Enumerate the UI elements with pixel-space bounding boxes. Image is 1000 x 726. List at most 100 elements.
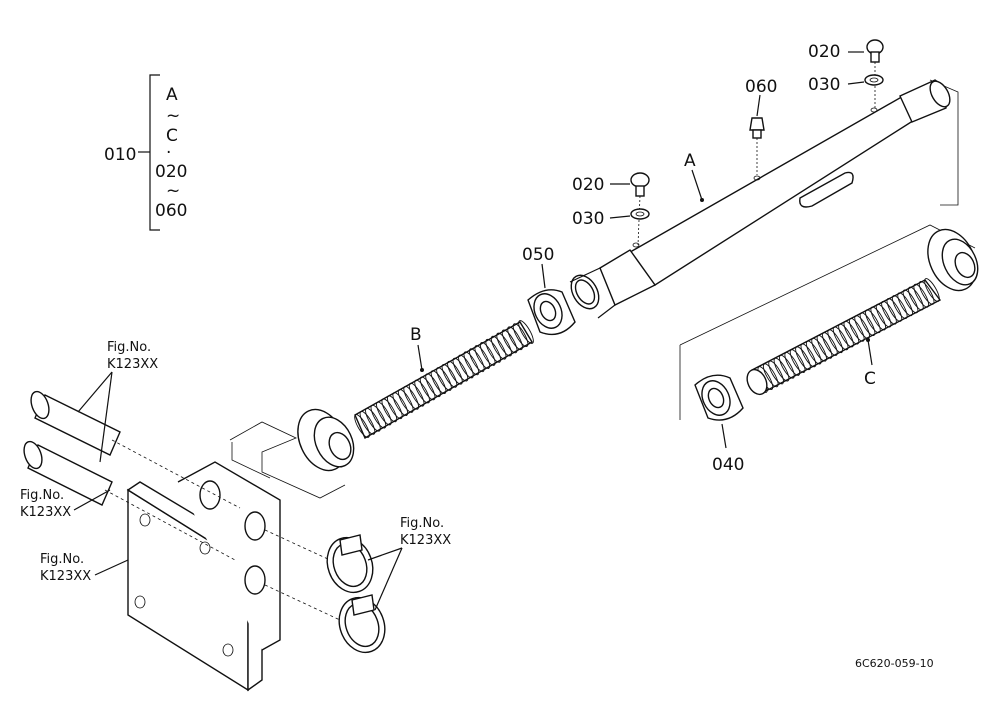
part-a-tube: A — [569, 79, 959, 319]
thread-ridge — [365, 407, 381, 432]
thread-ridge — [891, 295, 908, 319]
fig-ref-2: Fig.No. K123XX — [20, 488, 111, 520]
thread-ridge — [397, 389, 414, 413]
thread-ridge — [370, 404, 387, 429]
thread-ridge — [458, 354, 474, 379]
part-030-mid-washer: 030 — [572, 208, 650, 229]
thread-ridge — [779, 354, 795, 379]
drawing-code: 6C620-059-10 — [855, 657, 934, 670]
thread-ridge — [816, 334, 833, 359]
label-b: B — [410, 325, 422, 345]
thread-ridge — [376, 401, 392, 426]
fig-ref-1: Fig.No. K123XX — [77, 340, 158, 463]
thread-ridge — [897, 292, 913, 317]
thread-ridge — [452, 357, 469, 382]
thread-ridge — [822, 332, 838, 356]
fig-ref-4: Fig.No. K123XX — [367, 516, 451, 611]
fig-ref-1-line2: K123XX — [107, 357, 158, 372]
thread-ridge — [485, 338, 502, 363]
thread-ridge — [881, 300, 897, 325]
thread-ridge — [468, 348, 485, 373]
legend-dot: · — [166, 143, 171, 163]
thread-ridge — [913, 283, 930, 308]
thread-ridge — [908, 286, 924, 311]
fig-ref-2-line2: K123XX — [20, 505, 71, 520]
label-030-mid: 030 — [572, 209, 604, 229]
thread-ridge — [762, 363, 779, 388]
label-030-top: 030 — [808, 75, 840, 95]
thread-ridge — [768, 360, 784, 385]
thread-ridge — [425, 373, 441, 398]
thread-ridge — [408, 382, 425, 407]
label-020-mid: 020 — [572, 175, 604, 195]
thread-ridge — [843, 320, 860, 345]
thread-ridge — [773, 357, 790, 382]
fig-ref-2-line1: Fig.No. — [20, 488, 64, 503]
thread-ridge — [419, 376, 436, 401]
thread-ridge — [789, 349, 806, 373]
thread-ridge — [784, 352, 801, 376]
label-020-top: 020 — [808, 42, 840, 62]
thread-ridge — [403, 385, 420, 410]
thread-ridge — [441, 363, 458, 388]
part-b-rod: B — [297, 320, 534, 472]
part-020-top-cap: 020 — [808, 39, 884, 110]
thread-ridge — [870, 306, 887, 331]
thread-ridge — [381, 398, 398, 423]
fig-ref-3-line2: K123XX — [40, 569, 91, 584]
part-050-nut: 050 — [522, 245, 576, 336]
thread-ridge — [832, 326, 849, 351]
thread-ridge — [918, 280, 935, 305]
legend-item-c: C — [166, 126, 178, 146]
thread-ridge — [800, 343, 817, 368]
legend-item-020: 020 — [155, 162, 187, 182]
legend-tilde-1: ~ — [166, 106, 180, 126]
fig-ref-3-line1: Fig.No. — [40, 552, 84, 567]
legend-bracket: 010 A ~ C · 020 ~ 060 — [104, 74, 187, 231]
label-060: 060 — [745, 77, 777, 97]
thread-ridge — [496, 332, 512, 357]
fig-ref-3: Fig.No. K123XX — [40, 552, 129, 584]
label-050: 050 — [522, 245, 554, 265]
thread-ridge — [430, 370, 447, 395]
part-060-nipple: 060 — [745, 77, 777, 175]
thread-ridge — [414, 379, 430, 404]
thread-ridge — [875, 303, 892, 328]
thread-ridge — [501, 329, 518, 354]
fig-ref-4-line1: Fig.No. — [400, 516, 444, 531]
legend-item-060: 060 — [155, 201, 187, 221]
thread-ridge — [354, 414, 370, 438]
fig-ref-1-line1: Fig.No. — [107, 340, 151, 355]
label-a: A — [684, 151, 696, 171]
thread-ridge — [795, 346, 811, 371]
legend-item-a: A — [166, 85, 178, 105]
label-010: 010 — [104, 145, 136, 165]
fig-ref-4-line2: K123XX — [400, 533, 451, 548]
thread-ridge — [392, 392, 409, 416]
thread-ridge — [827, 329, 844, 354]
part-c-rod: C — [679, 224, 979, 420]
thread-ridge — [811, 337, 827, 362]
thread-ridge — [507, 326, 523, 351]
thread-ridge — [447, 360, 463, 385]
thread-ridge — [436, 367, 452, 391]
thread-ridge — [463, 351, 480, 376]
label-040: 040 — [712, 455, 744, 475]
part-040-nut: 040 — [694, 374, 744, 475]
thread-ridge — [479, 342, 496, 366]
thread-ridge — [518, 320, 534, 344]
mount-bracket-assembly — [23, 390, 386, 692]
thread-ridge — [924, 278, 940, 302]
part-030-top-washer: 030 — [808, 74, 884, 95]
legend-tilde-2: ~ — [166, 181, 180, 201]
thread-ridge — [859, 312, 876, 337]
thread-ridge — [865, 309, 881, 334]
thread-ridge — [512, 323, 529, 348]
thread-ridge — [359, 410, 376, 435]
thread-ridge — [386, 395, 403, 420]
thread-ridge — [490, 335, 507, 360]
thread-ridge — [848, 317, 865, 342]
thread-ridge — [474, 345, 491, 369]
part-020-mid-cap: 020 — [572, 172, 650, 246]
